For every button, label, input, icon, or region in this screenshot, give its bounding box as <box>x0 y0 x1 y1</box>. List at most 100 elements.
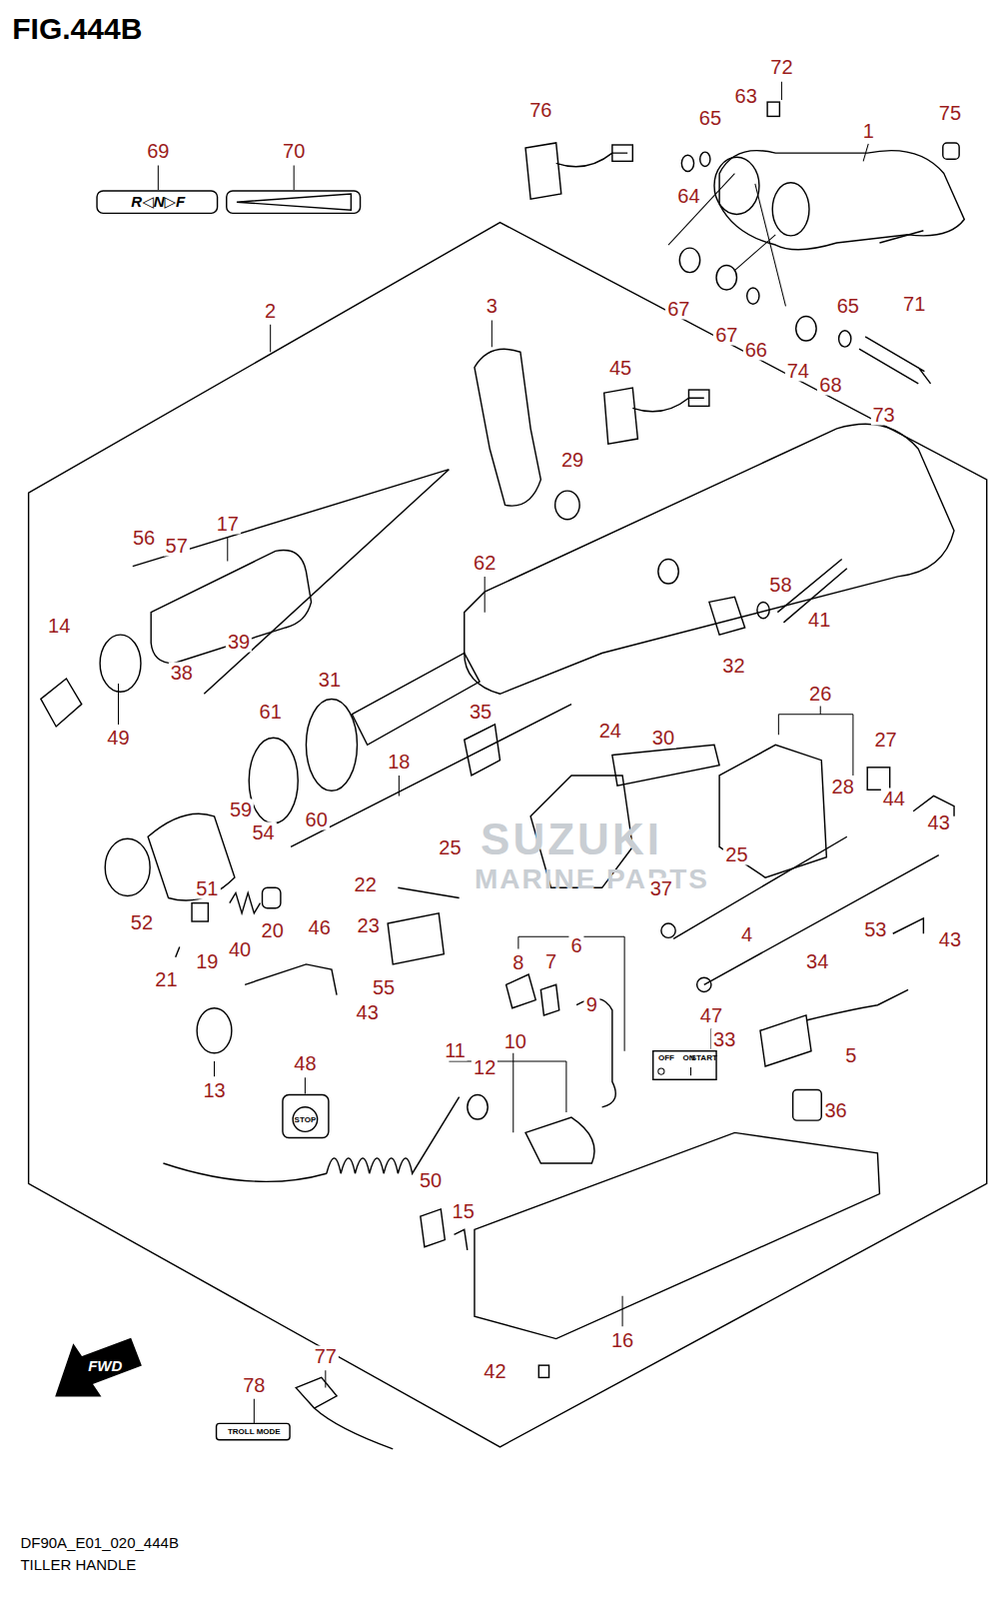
spring <box>229 892 261 913</box>
callout-number: 8 <box>510 952 526 974</box>
cable <box>704 855 940 986</box>
callout-number: 43 <box>354 1001 381 1023</box>
callout-number: 10 <box>502 1029 529 1051</box>
callout-number: 42 <box>481 1359 508 1381</box>
callout-number: 25 <box>723 843 750 865</box>
callout-number: 28 <box>830 775 857 797</box>
callout-number: 6 <box>569 934 585 956</box>
callout-number: 1 <box>861 119 877 141</box>
callout-number: 45 <box>607 356 634 378</box>
arrow-plate <box>226 190 361 213</box>
troll-switch <box>295 1376 393 1448</box>
callout-number: 25 <box>436 836 463 858</box>
callout-number: 61 <box>257 700 284 722</box>
stop-plate <box>282 1094 329 1138</box>
callout-number: 17 <box>214 512 241 534</box>
washer <box>700 151 711 166</box>
callout-number: 65 <box>835 295 862 317</box>
callout-number: 56 <box>130 527 157 549</box>
callout-number: 68 <box>817 374 844 396</box>
end-cap <box>99 634 141 692</box>
callout-number: 50 <box>417 1168 444 1190</box>
callout-number: 11 <box>442 1039 468 1061</box>
stop-keyhole <box>292 1106 318 1132</box>
shift-plate <box>96 190 218 213</box>
drawing-code: DF90A_E01_020_444B <box>19 1535 178 1552</box>
bolt <box>767 101 780 116</box>
callout-number: 13 <box>200 1078 227 1100</box>
callout-number: 72 <box>768 56 795 78</box>
bracket <box>893 918 925 934</box>
callout-number: 44 <box>881 787 908 809</box>
callout-number: 75 <box>937 102 964 124</box>
spacer <box>796 316 817 342</box>
plate-text: OFF <box>658 1053 675 1062</box>
tiller-shaft <box>351 652 480 745</box>
bracket-boss <box>772 182 810 236</box>
callout-number: 9 <box>584 994 600 1015</box>
callout-number: 35 <box>467 700 494 722</box>
switch-plate <box>653 1050 717 1080</box>
troll-plate <box>216 1422 291 1439</box>
callout-number: 19 <box>193 951 220 973</box>
end-cover <box>104 838 150 896</box>
callout-number: 76 <box>527 99 554 121</box>
lower-cover <box>474 1131 881 1338</box>
callout-number: 58 <box>767 574 794 596</box>
shift-plate-text: R◁N▷F <box>130 193 185 210</box>
callout-number: 70 <box>280 140 307 162</box>
callout-number: 18 <box>385 750 412 772</box>
bracket-boss <box>714 156 760 214</box>
callout-number: 49 <box>104 727 131 749</box>
callout-number: 39 <box>225 631 252 653</box>
callout-number: 77 <box>312 1345 339 1367</box>
callout-number: 3 <box>484 295 500 317</box>
callout-number: 73 <box>870 403 897 425</box>
callout-number: 4 <box>739 923 755 945</box>
connector <box>612 144 633 161</box>
callout-number: 26 <box>807 682 834 704</box>
diagram-caption: TILLER HANDLE <box>19 1556 136 1573</box>
callout-number: 69 <box>144 140 171 162</box>
washer <box>757 601 770 618</box>
bolt <box>879 230 924 243</box>
callout-number: 60 <box>303 809 330 831</box>
plate-text: START <box>691 1053 718 1062</box>
knob <box>40 678 82 727</box>
stop-switch <box>525 1116 595 1163</box>
cap <box>943 142 960 159</box>
stay <box>244 964 337 996</box>
pivot-bolt <box>859 336 932 384</box>
seal <box>467 1094 488 1120</box>
lanyard-cord <box>162 1096 459 1182</box>
shift-lever <box>474 348 541 506</box>
plate-text: TROLL MODE <box>227 1427 281 1436</box>
plate <box>867 767 890 790</box>
washer <box>839 330 852 347</box>
callout-number: 67 <box>665 298 692 320</box>
callout-number: 14 <box>45 615 72 637</box>
forward-arrow <box>55 1338 141 1396</box>
throttle-grip <box>150 550 311 664</box>
rod-holder <box>464 724 501 776</box>
callout-number: 54 <box>249 822 276 844</box>
clip <box>555 490 581 520</box>
callout-number: 2 <box>262 299 278 321</box>
callout-number: 47 <box>698 1004 725 1026</box>
callout-number: 53 <box>862 918 889 940</box>
nut <box>681 154 694 171</box>
callout-number: 36 <box>822 1099 849 1121</box>
direction-text: FWD <box>87 1357 122 1374</box>
grip-cap <box>147 813 235 901</box>
screw <box>538 1364 549 1377</box>
callout-number: 34 <box>804 951 831 973</box>
callout-number: 24 <box>597 720 624 742</box>
callout-number: 21 <box>152 968 179 990</box>
callout-number: 29 <box>559 448 586 470</box>
callout-number: 15 <box>450 1200 477 1222</box>
callout-number: 55 <box>370 976 397 998</box>
callout-number: 41 <box>806 609 833 631</box>
callout-number: 20 <box>259 919 286 941</box>
hand-line <box>132 469 450 695</box>
block <box>191 903 208 922</box>
